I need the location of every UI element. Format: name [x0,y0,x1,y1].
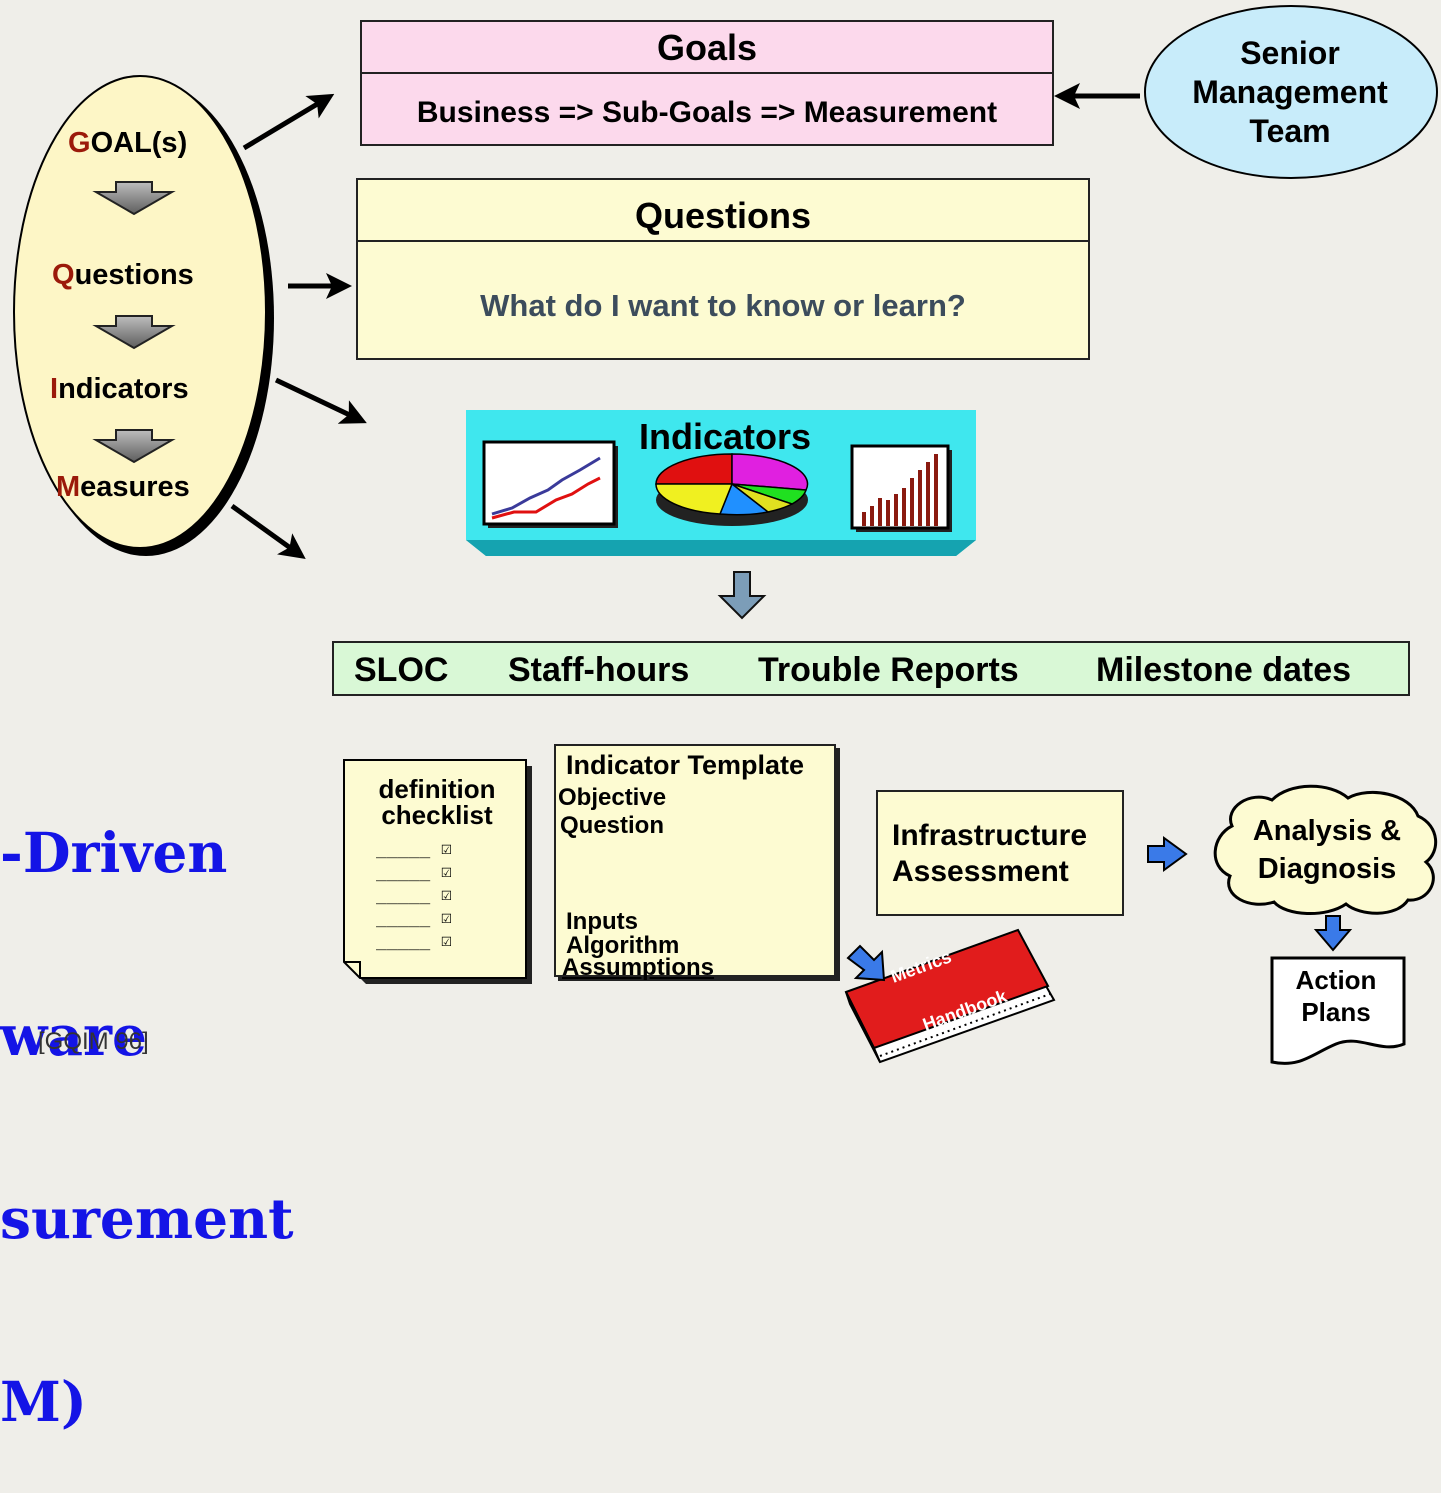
questions-title: Questions [358,180,1088,242]
measure-item: Trouble Reports [758,651,1019,689]
template-objective: Objective [558,784,667,811]
action-plans-document [1270,956,1406,1065]
questions-letter: Q [52,259,75,291]
questions-rest: uestions [74,259,194,291]
indicators-title: Indicators [638,416,812,457]
goal-letter: G [68,127,91,159]
big-title-line-1: -Driven [0,820,228,885]
questions-box: Questions What do I want to know or lear… [356,178,1090,360]
checklist-title-line-1: definition [378,774,496,804]
senior-line-1: Senior [1240,35,1340,71]
analysis-line-2: Diagnosis [1257,853,1397,885]
action-line-2: Plans [1301,997,1371,1027]
arrow-to-goals [242,93,335,151]
action-plans-label: Action Plans [1270,964,1402,1028]
goals-subtitle: Business => Sub-Goals => Measurement [416,96,998,129]
senior-line-2: Management [1192,74,1388,110]
big-title-line-3: surement [0,1186,294,1251]
arrow-to-measures [230,503,306,560]
analysis-line-1: Analysis & [1252,815,1402,847]
template-assumptions: Assumptions [562,954,715,981]
pie-chart-icon [655,453,809,526]
analysis-diagnosis-label: Analysis & Diagnosis [1214,812,1440,888]
checklist-row: _____ ☑ [376,907,452,928]
goals-title: Goals [362,22,1052,74]
template-algorithm: Algorithm [566,932,680,959]
checklist-row: _____ ☑ [376,861,452,882]
measure-item: Staff-hours [508,651,690,689]
gqim-indicators-label: Indicators [50,373,189,406]
bar-chart-icon [850,444,952,532]
measures-bar: SLOC Staff-hours Trouble Reports Milesto… [332,641,1410,696]
measure-item: Milestone dates [1096,651,1352,689]
definition-checklist-paper [343,759,532,984]
indicators-letter: I [50,373,59,405]
down-arrow-icon [1313,915,1353,952]
goals-box: Goals Business => Sub-Goals => Measureme… [360,20,1054,146]
infra-line-2: Assessment [892,855,1069,888]
infra-line-1: Infrastructure [892,819,1088,852]
goal-rest: OAL(s) [90,127,188,159]
checklist-title: definition checklist [352,776,522,828]
action-line-1: Action [1295,965,1377,995]
down-arrow-icon [92,315,176,350]
arrow-to-handbook [846,944,886,982]
gqim-measures-label: Measures [56,471,190,504]
indicators-rest: ndicators [58,373,189,405]
down-arrow-icon [92,429,176,464]
big-title: -Driven ware surement M) [0,700,294,1493]
line-chart-icon [482,440,618,528]
down-arrow-icon [717,571,767,620]
measures-letter: M [56,471,81,503]
metrics-handbook-icon [844,928,1056,1064]
right-arrow-icon [1147,836,1188,872]
checklist-row: _____ ☑ [376,838,452,859]
checklist-row: _____ ☑ [376,930,452,951]
senior-management-ellipse [1144,5,1438,179]
measure-item: SLOC [354,651,449,689]
senior-line-3: Team [1249,113,1331,149]
infrastructure-assessment-label: Infrastructure Assessment [892,818,1087,890]
big-title-line-4: M) [0,1369,87,1434]
citation: [GQIM 96] [38,1028,149,1055]
senior-management-label: Senior Management Team [1152,34,1428,151]
template-inputs: Inputs [566,908,638,935]
indicator-template-box [554,744,836,977]
infrastructure-assessment-box: Infrastructure Assessment [876,790,1124,916]
template-question: Question [560,812,665,839]
analysis-cloud-shape [1213,784,1438,915]
big-title-line-2: ware [0,1003,147,1068]
checklist-title-line-2: checklist [381,800,493,830]
gqim-goal-label: GOAL(s) [68,127,187,160]
checklist-row: _____ ☑ [376,884,452,905]
down-arrow-icon [92,181,176,216]
questions-subtitle: What do I want to know or learn? [480,288,966,323]
arrow-to-indicators [274,377,367,424]
template-title: Indicator Template [566,750,805,780]
measures-rest: easures [80,471,190,503]
gqim-questions-label: Questions [52,259,194,292]
